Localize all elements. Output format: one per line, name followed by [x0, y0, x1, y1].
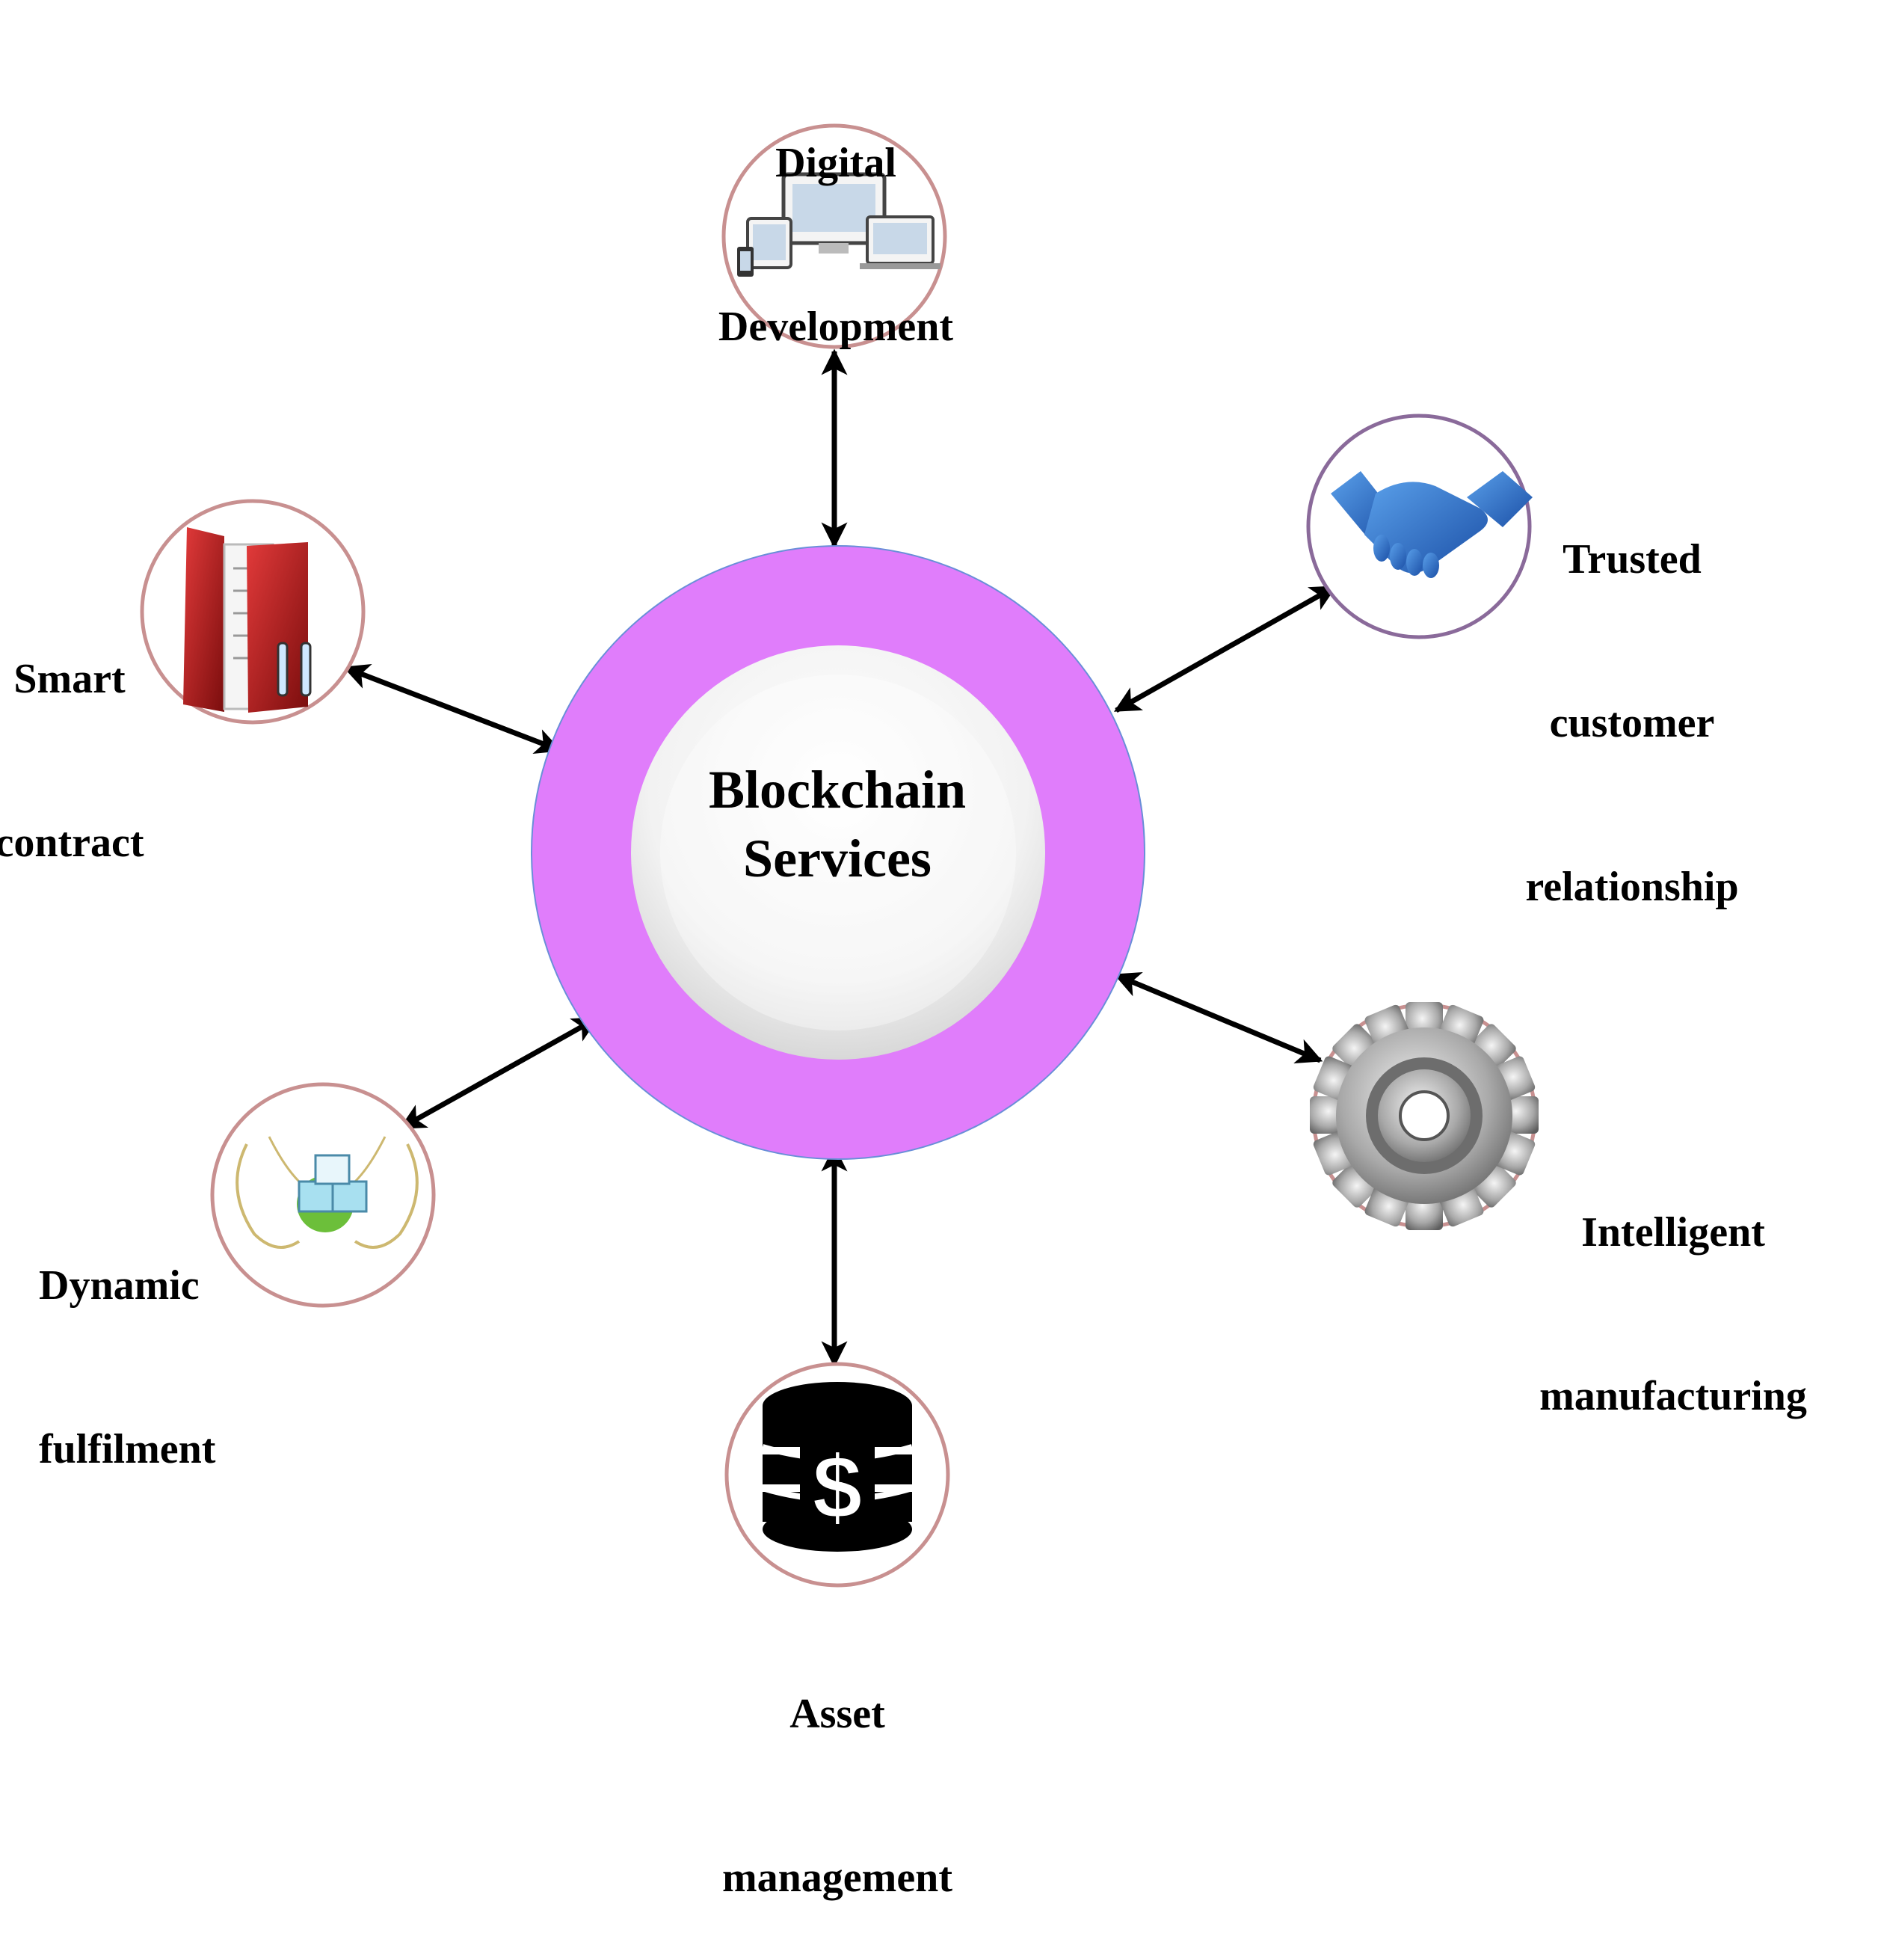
devices-icon: [737, 172, 940, 277]
label-intelligent-manufacturing: Intelligent manufacturing: [1539, 1209, 1807, 1419]
label-smart-contract: Smart contract: [0, 656, 144, 866]
label-dynamic-fulfilment: Dynamic fulfilment: [39, 1262, 216, 1472]
node-asset-management: $: [724, 1362, 950, 1588]
node-intelligent-manufacturing: [1310, 1002, 1539, 1230]
node-dynamic-fulfilment: [210, 1082, 436, 1308]
arrow-intelligent-manufacturing: [1113, 971, 1323, 1064]
handshake-icon: [1331, 471, 1533, 578]
arrow-smart-contract: [342, 663, 562, 755]
hands-cubes-icon: [235, 1136, 419, 1249]
node-trusted-customer-relationship: [1306, 414, 1533, 639]
hub-label: Blockchain Services: [628, 755, 1047, 893]
node-digital-development: [721, 123, 947, 349]
label-digital-development: Digital Development: [718, 140, 954, 350]
blockchain-services-hub: [531, 545, 1145, 1160]
label-trusted-customer-relationship: Trusted customer relationship: [1525, 536, 1739, 910]
label-asset-management: Asset management: [722, 1691, 952, 1901]
arrow-dynamic-fulfilment: [398, 1016, 600, 1131]
gear-icon: [1310, 1002, 1539, 1230]
blockchain-services-diagram: $: [140, 123, 1539, 1588]
database-dollar-icon: $: [761, 1382, 914, 1552]
svg-text:$: $: [813, 1437, 863, 1537]
node-smart-contract: [140, 499, 366, 725]
arrow-trusted-customer: [1113, 584, 1337, 713]
hub-disc: [631, 645, 1045, 1060]
hub-label-line2: Services: [743, 829, 932, 888]
hub-label-line1: Blockchain: [708, 760, 967, 820]
folder-icon: [183, 527, 312, 713]
connector-arrows: [342, 348, 1337, 1368]
